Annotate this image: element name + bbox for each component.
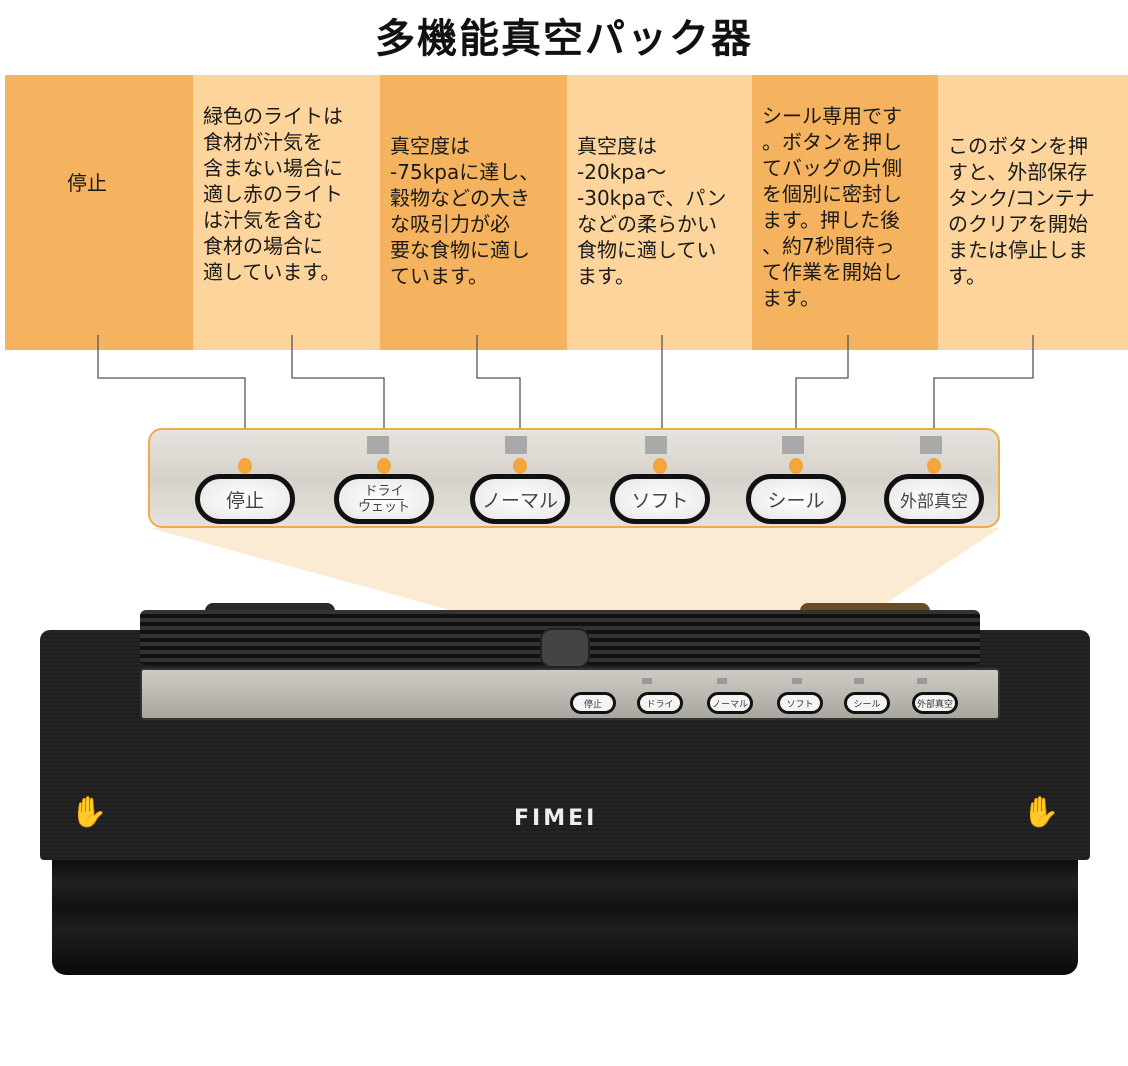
led-indicator bbox=[505, 436, 527, 454]
led-indicator bbox=[367, 436, 389, 454]
page-title: 多機能真空パック器 bbox=[375, 16, 753, 62]
indicator-dot bbox=[653, 458, 667, 474]
led-indicator bbox=[642, 678, 652, 684]
hand-press-icon-left: ✋ bbox=[70, 795, 108, 830]
device-normal-button[interactable]: ノーマル bbox=[707, 692, 753, 714]
normal-button[interactable]: ノーマル bbox=[470, 474, 570, 524]
device-dry-wet-button[interactable]: ドライ bbox=[637, 692, 683, 714]
desc-stop: 停止 bbox=[5, 75, 193, 350]
hand-press-icon-right: ✋ bbox=[1022, 795, 1060, 830]
desc-soft: 真空度は -20kpa～ -30kpaで、パン などの柔らかい 食物に適してい … bbox=[567, 75, 752, 350]
led-indicator bbox=[717, 678, 727, 684]
control-panel-closeup: 停止 ドライウェット ノーマル ソフト シール 外部真空 bbox=[148, 428, 1000, 528]
soft-button[interactable]: ソフト bbox=[610, 474, 710, 524]
dry-wet-button[interactable]: ドライウェット bbox=[334, 474, 434, 524]
vacuum-sealer-base bbox=[52, 860, 1078, 975]
indicator-dot bbox=[377, 458, 391, 474]
dry-label: ドライ bbox=[364, 483, 404, 500]
led-indicator bbox=[645, 436, 667, 454]
led-indicator bbox=[854, 678, 864, 684]
desc-dry-wet: 緑色のライトは 食材が汁気を 含まない場合に 適し赤のライト は汁気を含む 食材… bbox=[193, 75, 380, 350]
desc-seal: シール専用です 。ボタンを押し てバッグの片側 を個別に密封し ます。押した後 … bbox=[752, 75, 938, 350]
external-vacuum-button[interactable]: 外部真空 bbox=[884, 474, 984, 524]
indicator-dot bbox=[927, 458, 941, 474]
device-stop-button[interactable]: 停止 bbox=[570, 692, 616, 714]
device-control-strip: 停止 ドライ ノーマル ソフト シール 外部真空 bbox=[140, 668, 1000, 720]
device-external-button[interactable]: 外部真空 bbox=[912, 692, 958, 714]
stop-button[interactable]: 停止 bbox=[195, 474, 295, 524]
indicator-dot bbox=[238, 458, 252, 474]
indicator-dot bbox=[513, 458, 527, 474]
lid-knob[interactable] bbox=[540, 628, 590, 668]
brand-logo: FIMEI bbox=[514, 806, 598, 831]
led-indicator bbox=[782, 436, 804, 454]
device-seal-button[interactable]: シール bbox=[844, 692, 890, 714]
desc-normal: 真空度は -75kpaに達し、 穀物などの大き な吸引力が必 要な食物に適し て… bbox=[380, 75, 567, 350]
seal-button[interactable]: シール bbox=[746, 474, 846, 524]
desc-external: このボタンを押 すと、外部保存 タンク/コンテナ のクリアを開始 または停止しま… bbox=[938, 75, 1128, 350]
device-soft-button[interactable]: ソフト bbox=[777, 692, 823, 714]
led-indicator bbox=[792, 678, 802, 684]
led-indicator bbox=[920, 436, 942, 454]
wet-label: ウェット bbox=[357, 499, 410, 515]
indicator-dot bbox=[789, 458, 803, 474]
led-indicator bbox=[917, 678, 927, 684]
